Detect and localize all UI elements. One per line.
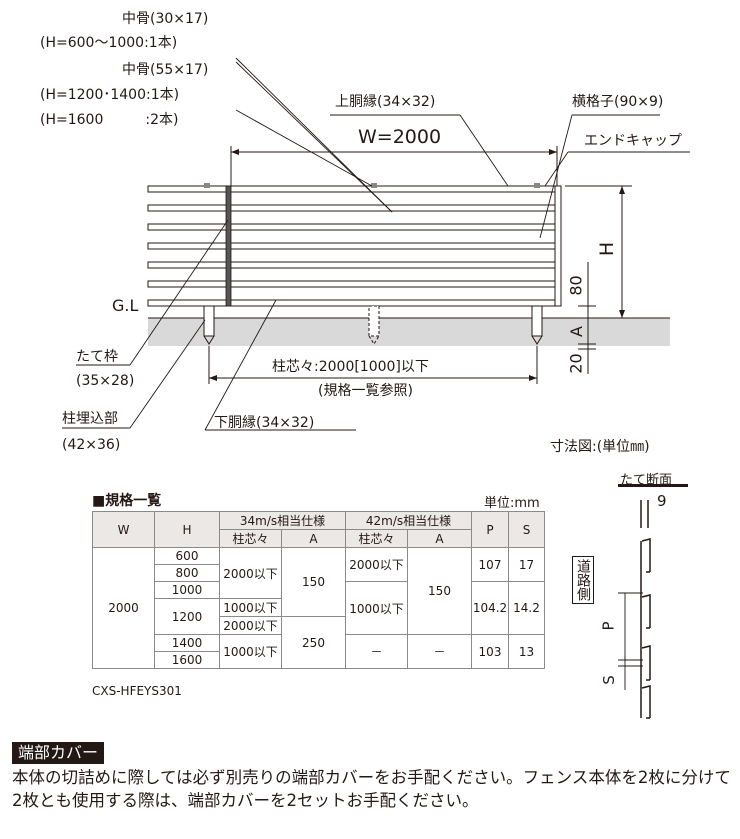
center-bone-1-label: 中骨(30×17) [122,11,209,27]
post-stubs [203,305,543,337]
cell-p-c: 103 [471,634,509,669]
cell-34-pitch-a: 2000以下 [219,547,282,599]
frame-label: たて枠 [76,349,118,365]
cell-h-1400: 1400 [154,634,220,652]
header-34-pitch: 柱芯々 [219,529,282,548]
center-bone-2-label: 中骨(55×17) [122,62,209,78]
center-bone-1-note: (H=600～1000:1本) [40,35,178,51]
spec-table-unit: 単位:mm [484,496,540,511]
upper-rail-label: 上胴縁(34×32) [335,94,436,110]
spec-table-title: ■規格一覧 [92,493,162,509]
section-dim-9: 9 [657,492,667,510]
section-S: S [599,675,618,685]
cell-h-1200: 1200 [154,598,220,635]
note-body: 本体の切詰めに際しては必ず別売りの端部カバーをお手配ください。フェンス本体を2枚… [12,768,731,810]
cell-34-A-b: 250 [281,616,346,669]
dim-A: A [566,326,586,337]
post-pitch-ref: (規格一覧参照) [318,383,413,399]
spec-table: W H 34m/s相当仕様 42m/s相当仕様 P S 柱芯々 A 柱芯々 A … [92,511,545,669]
header-W: W [92,511,155,548]
cell-42-pitch-c: － [345,634,408,669]
center-bone-2-note-1: (H=1200･1400:1本) [40,87,180,103]
cell-h-800: 800 [154,564,220,582]
horizontal-slats [147,185,561,307]
header-34-A: A [281,529,346,548]
lower-rail-label: 下胴縁(34×32) [214,415,315,431]
header-H: H [154,511,220,548]
cell-42-A-a: 150 [407,547,472,635]
frame-size: (35×28) [76,373,135,389]
header-42: 42m/s相当仕様 [345,511,472,530]
header-P: P [471,511,509,548]
ground-area [148,318,670,346]
cell-34-A-a: 150 [281,547,346,617]
ground-label: G.L [112,296,139,315]
cell-42-pitch-b: 1000以下 [345,581,408,635]
header-34: 34m/s相当仕様 [219,511,346,530]
note-heading: 端部カバー [12,742,105,764]
dim-80: 80 [566,275,586,296]
width-dimension: W=2000 [358,126,442,148]
cell-34-pitch-d: 1000以下 [219,634,282,669]
cell-s-a: 17 [508,547,545,582]
horizontal-slat-label: 横格子(90×9) [572,94,664,110]
section-title: たて断面 [620,473,673,488]
cell-h-600: 600 [154,547,220,565]
post-embed-size: (42×36) [62,437,121,453]
road-side-label: 道路側 [572,556,594,604]
height-dimension: H [596,241,619,257]
section-P: P [599,621,618,631]
post-pitch-label: 柱芯々:2000[1000]以下 [272,359,429,375]
header-42-pitch: 柱芯々 [345,529,408,548]
cell-s-c: 13 [508,634,545,669]
cell-p-a: 107 [471,547,509,582]
cell-p-b: 104.2 [471,581,509,635]
cell-42-pitch-a: 2000以下 [345,547,408,582]
cell-42-A-b: － [407,634,472,669]
header-42-A: A [407,529,472,548]
cell-h-1000: 1000 [154,581,220,599]
vertical-frame [225,185,232,307]
center-bone-2-note-2: (H=1600 :2本) [40,112,179,128]
dim-20: 20 [566,353,586,374]
header-S: S [508,511,545,548]
end-cap-label: エンドキャップ [584,133,682,149]
model-number: CXS-HFEYS301 [92,684,182,698]
cell-h-1600: 1600 [154,651,220,669]
unit-caption: 寸法図:(単位㎜) [550,439,650,455]
post-embed-label: 柱埋込部 [62,411,118,427]
cell-34-pitch-c: 2000以下 [219,616,282,635]
cell-s-b: 14.2 [508,581,545,635]
cell-34-pitch-b: 1000以下 [219,598,282,617]
end-cap [554,185,562,307]
cell-w: 2000 [92,547,155,669]
cross-section [640,500,651,719]
